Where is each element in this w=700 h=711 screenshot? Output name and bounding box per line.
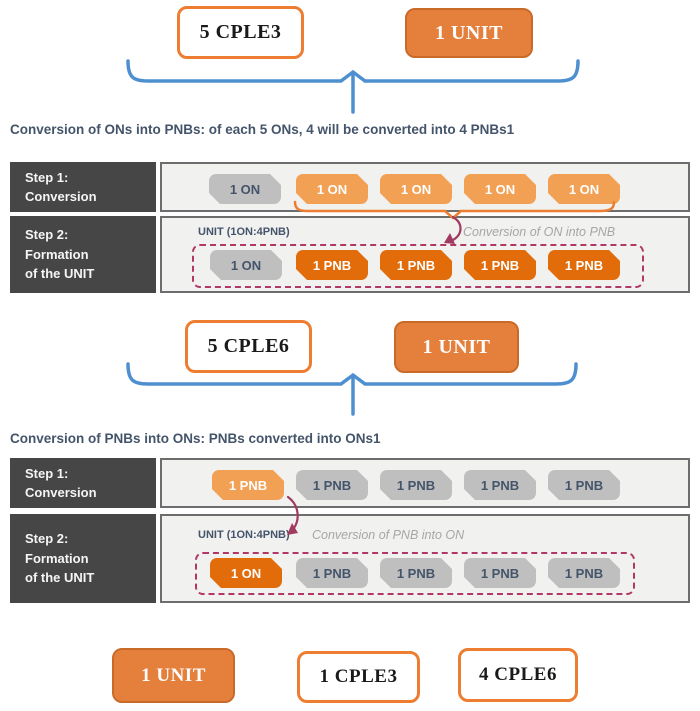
token-box: 1 ON	[380, 174, 452, 204]
unit-ratio-label: UNIT (1ON:4PNB)	[198, 226, 290, 238]
conversion-annotation: Conversion of PNB into ON	[312, 528, 465, 542]
token-box: 1 PNB	[464, 250, 536, 280]
token-box: 1 PNB	[548, 558, 620, 588]
token-box: 1 PNB	[548, 250, 620, 280]
section2-step1-label-cell: Step 1: Conversion	[10, 458, 156, 508]
section1-step2-label-cell: Step 2: Formation of the UNIT	[10, 216, 156, 293]
token-box: 1 ON	[210, 250, 282, 280]
conversion-annotation: Conversion of ON into PNB	[463, 225, 616, 239]
unit-ratio-label: UNIT (1ON:4PNB)	[198, 529, 290, 541]
step-label-line: Step 1:	[25, 169, 69, 185]
box-1-unit-middle: 1 UNIT	[394, 321, 519, 373]
box-5-cple6: 5 CPLE6	[185, 320, 312, 373]
section2-step2-label-cell: Step 2: Formation of the UNIT	[10, 514, 156, 603]
section1-step1-content-cell: 1 ON 1 ON 1 ON 1 ON 1 ON	[160, 162, 690, 212]
token-box: 1 ON	[210, 558, 282, 588]
step-label-line: Step 2:	[25, 531, 69, 547]
section2-step2-content-cell: UNIT (1ON:4PNB) Conversion of PNB into O…	[160, 514, 690, 603]
section2-step1-content-cell: 1 PNB 1 PNB 1 PNB 1 PNB 1 PNB	[160, 458, 690, 508]
token-box: 1 PNB	[380, 558, 452, 588]
token-box: 1 PNB	[212, 470, 284, 500]
step-label-line: of the UNIT	[25, 266, 95, 282]
token-box: 1 PNB	[380, 470, 452, 500]
curly-brace-top	[126, 59, 580, 83]
token-box: 1 ON	[209, 174, 281, 204]
token-box: 1 PNB	[548, 470, 620, 500]
step-label-line: Conversion	[25, 485, 97, 500]
box-4-cple6: 4 CPLE6	[458, 648, 578, 702]
step-label-line: Formation	[25, 246, 89, 262]
section1-step1-label-cell: Step 1: Conversion	[10, 162, 156, 212]
token-box: 1 PNB	[380, 250, 452, 280]
token-box: 1 ON	[548, 174, 620, 204]
token-box: 1 PNB	[464, 558, 536, 588]
step-label-line: Step 2:	[25, 227, 69, 243]
section1-heading: Conversion of ONs into PNBs: of each 5 O…	[10, 122, 515, 137]
box-1-unit-top: 1 UNIT	[405, 8, 533, 58]
token-box: 1 PNB	[296, 250, 368, 280]
token-box: 1 ON	[464, 174, 536, 204]
token-box: 1 ON	[296, 174, 368, 204]
step-label-line: of the UNIT	[25, 570, 95, 586]
section2-heading: Conversion of PNBs into ONs: PNBs conver…	[10, 431, 381, 446]
unit-dashed-outline	[195, 552, 635, 595]
step-label-line: Conversion	[25, 189, 97, 204]
section1-step2-content-cell: UNIT (1ON:4PNB) Conversion of ON into PN…	[160, 216, 690, 293]
box-1-cple3: 1 CPLE3	[297, 651, 420, 703]
token-box: 1 PNB	[464, 470, 536, 500]
box-1-unit-bottom: 1 UNIT	[112, 648, 235, 703]
token-box: 1 PNB	[296, 558, 368, 588]
box-5-cple3: 5 CPLE3	[177, 6, 304, 59]
token-box: 1 PNB	[296, 470, 368, 500]
step-label-line: Step 1:	[25, 465, 69, 481]
step-label-line: Formation	[25, 550, 89, 566]
unit-dashed-outline	[192, 244, 644, 288]
